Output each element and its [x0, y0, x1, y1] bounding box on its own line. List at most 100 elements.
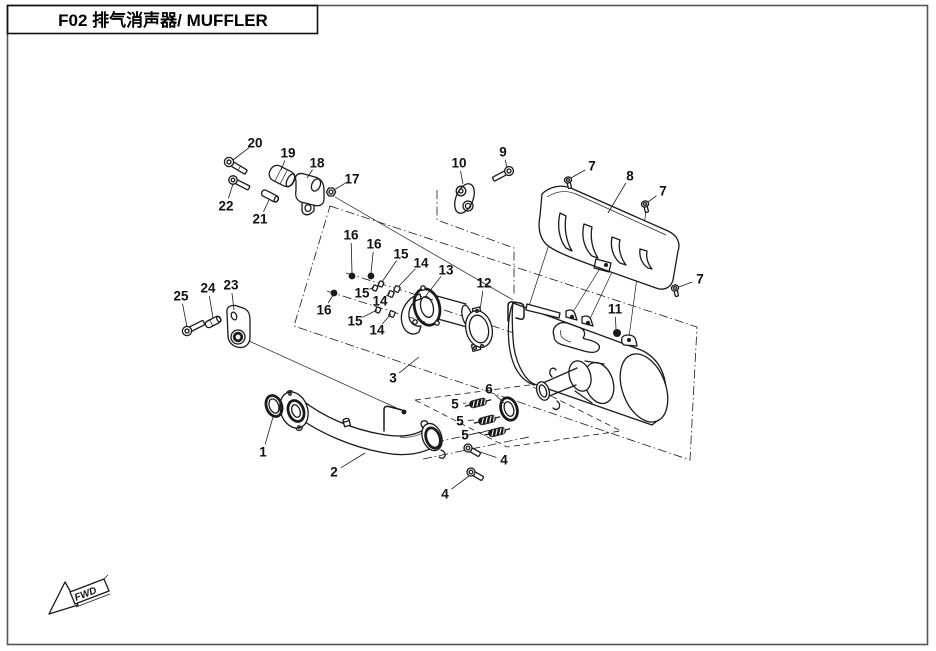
leader-line-7 [678, 281, 693, 288]
leader-line-6 [494, 394, 506, 405]
part-8-heat-shield [538, 185, 680, 290]
leader-line-5 [472, 431, 485, 435]
leader-line-15 [381, 260, 397, 283]
leader-line-14 [397, 268, 416, 288]
leader-line-14 [385, 292, 391, 297]
leader-line-16 [327, 294, 334, 304]
part-label-14: 14 [372, 294, 388, 309]
part-label-22: 22 [218, 199, 233, 214]
part-label-5: 5 [456, 414, 464, 429]
page-border [6, 4, 929, 646]
leader-line-9 [504, 159, 508, 168]
leader-line-13 [424, 276, 442, 298]
leader-line-19 [280, 160, 286, 171]
leader-line-15 [368, 286, 375, 290]
part-25-bolt [181, 319, 206, 337]
part-20-bolt [223, 156, 248, 175]
part-7-screw [670, 284, 680, 298]
part-22-bolt [228, 175, 251, 191]
part-label-15: 15 [354, 286, 370, 301]
fwd-arrow: FWD [48, 574, 111, 615]
part-label-15: 15 [393, 247, 409, 262]
part-1-gasket [264, 394, 284, 418]
part-23-bracket [226, 304, 251, 349]
part-label-6: 6 [485, 382, 493, 397]
part-label-14: 14 [369, 323, 385, 338]
part-label-7: 7 [659, 184, 667, 199]
part-16-bolts [330, 272, 375, 297]
leader-line-17 [333, 182, 346, 191]
part-label-7: 7 [588, 159, 596, 174]
part-labels: 1234455567778910111213141414151515161616… [173, 136, 703, 502]
leader-line-22 [228, 183, 234, 199]
part-5-spring [464, 397, 492, 409]
part-label-13: 13 [438, 263, 454, 278]
part-7-screw [640, 200, 650, 214]
part-14-washers [387, 285, 401, 318]
part-label-15: 15 [347, 314, 363, 329]
part-4-bolt [466, 467, 485, 481]
part-4-bolt [463, 443, 482, 457]
leader-line-18 [306, 169, 313, 179]
part-label-3: 3 [389, 371, 397, 386]
part-18-bracket [294, 172, 325, 216]
part-label-12: 12 [476, 276, 491, 291]
part-label-24: 24 [200, 281, 216, 296]
part-12-clamp-ring [464, 306, 494, 353]
leader-line-3 [398, 356, 420, 374]
part-label-17: 17 [344, 172, 359, 187]
muffler-body [507, 301, 669, 426]
leader-line-21 [263, 199, 270, 212]
part-label-16: 16 [366, 237, 382, 252]
part-7-screw [563, 176, 573, 190]
leader-line-2 [340, 452, 366, 469]
leader-line-11 [614, 316, 617, 330]
leader-line-7 [570, 169, 586, 179]
part-2-header-pipe [279, 389, 446, 459]
part-label-16: 16 [343, 228, 359, 243]
part-label-4: 4 [500, 453, 508, 468]
title-box [6, 4, 319, 35]
leader-line-7 [647, 195, 657, 203]
part-5-spring [483, 426, 511, 438]
leader-line-8 [607, 182, 627, 214]
part-label-10: 10 [451, 156, 466, 171]
part-label-7: 7 [696, 272, 704, 287]
part-label-11: 11 [608, 302, 623, 317]
part-label-19: 19 [280, 146, 295, 161]
part-label-20: 20 [247, 136, 262, 151]
leader-line-25 [182, 303, 188, 328]
part-label-21: 21 [252, 212, 268, 227]
part-label-16: 16 [316, 303, 332, 318]
part-5-spring [473, 414, 501, 426]
part-11-rivet [613, 329, 621, 337]
leader-line-10 [460, 170, 464, 185]
part-21-sleeve [260, 189, 280, 203]
leader-line-14 [381, 313, 392, 325]
part-label-2: 2 [330, 465, 338, 480]
part-label-8: 8 [626, 169, 634, 184]
part-10-hanger-link [454, 183, 475, 214]
leader-line-1 [264, 416, 274, 445]
leader-line-4 [476, 450, 497, 458]
part-17-nut [325, 187, 337, 197]
part-label-5: 5 [451, 397, 459, 412]
part-15-washers [371, 280, 385, 314]
part-label-25: 25 [173, 289, 189, 304]
part-label-1: 1 [259, 445, 267, 460]
leader-line-16 [350, 242, 353, 274]
leader-line-12 [479, 290, 484, 311]
part-label-18: 18 [309, 156, 325, 171]
part-24-bushing [204, 315, 222, 329]
leader-line-4 [451, 475, 470, 490]
leader-line-23 [231, 292, 235, 311]
part-label-4: 4 [441, 487, 449, 502]
part-9-bolt [491, 165, 515, 182]
leader-line-24 [208, 295, 214, 319]
part-13-flange-pipe [400, 285, 473, 335]
page-title: F02 排气消声器/ MUFFLER [58, 10, 268, 30]
leader-line-15 [361, 309, 378, 318]
leader-line-20 [232, 147, 249, 161]
